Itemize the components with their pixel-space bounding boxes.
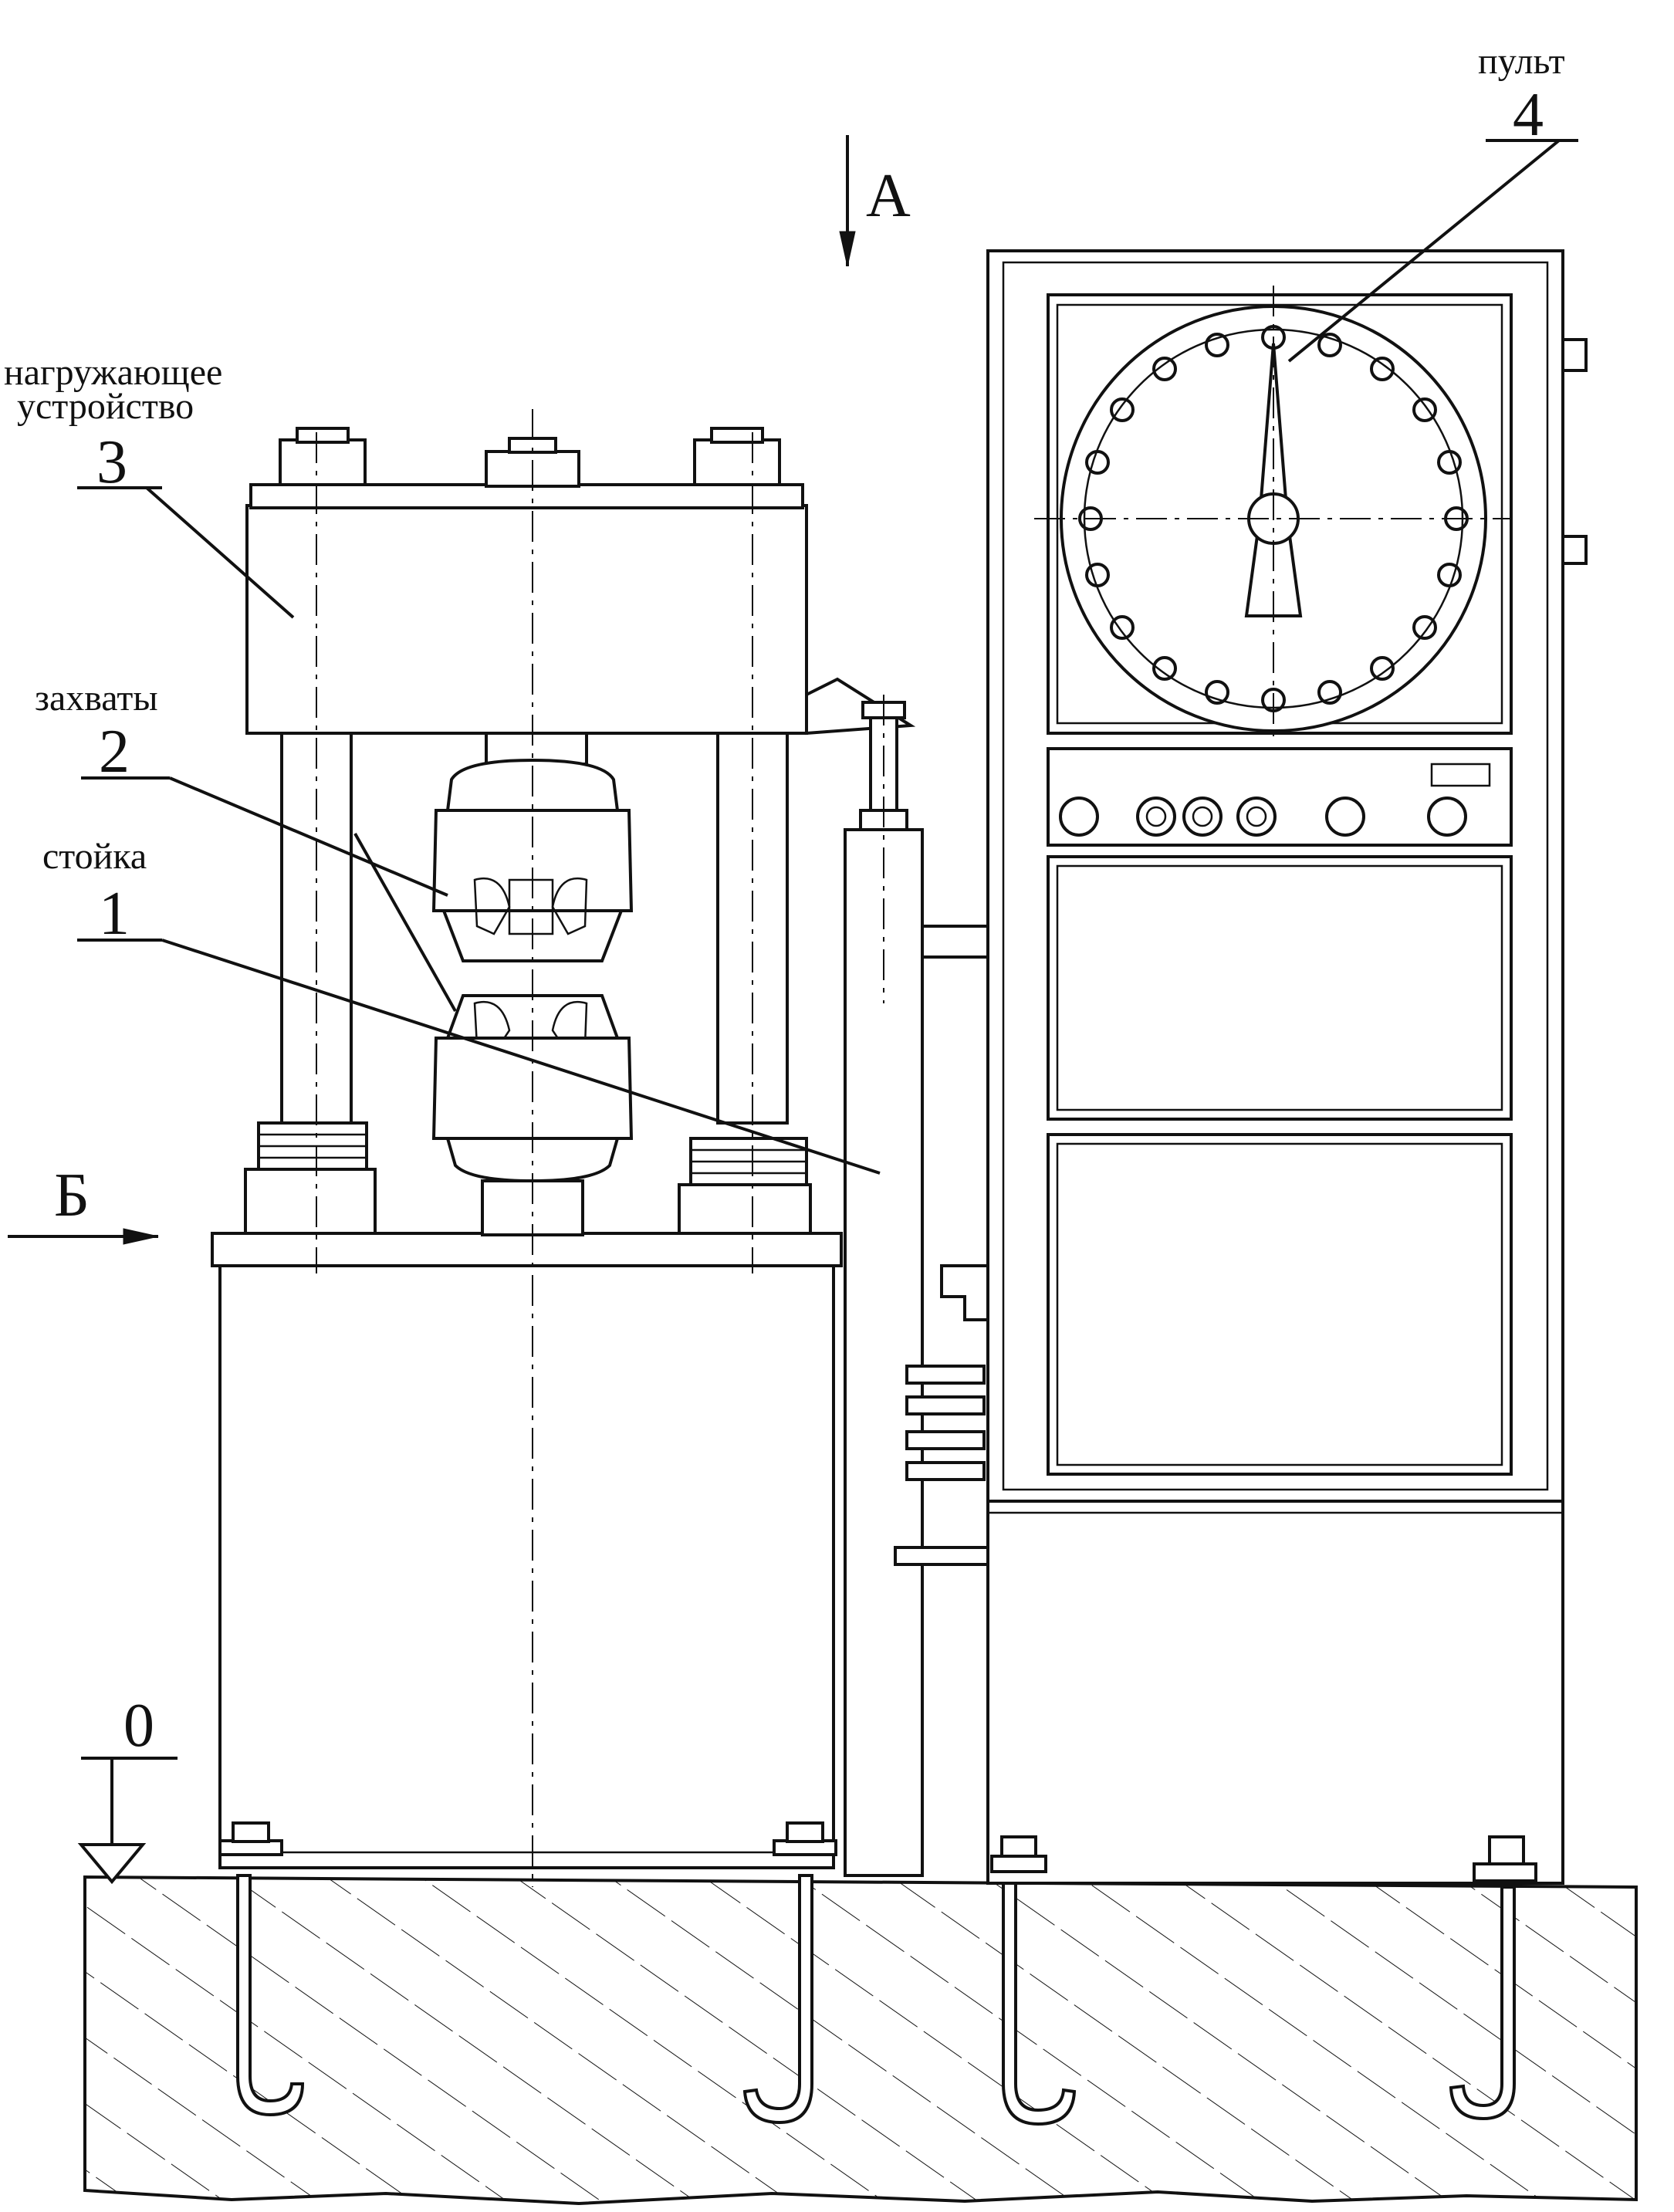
loading-device-label-1: нагружающее [4, 352, 222, 393]
level-zero-label: 0 [123, 1692, 154, 1760]
stand-label: стойка [42, 836, 147, 877]
callout-console: пульт 4 [1287, 41, 1578, 363]
press-base [211, 1232, 843, 1869]
console [986, 249, 1588, 1885]
control-knobs [1059, 763, 1491, 837]
console-number: 4 [1513, 81, 1544, 149]
view-arrow-a: А [839, 135, 911, 267]
console-panel-lower [1047, 1133, 1513, 1476]
loading-device [245, 427, 916, 736]
callout-stand: стойка 1 [42, 836, 881, 1175]
dial-holes [1078, 325, 1469, 712]
grips-number: 2 [99, 718, 130, 786]
anchor-bolts [236, 1874, 1516, 2126]
grips [431, 732, 634, 1236]
centerlines [316, 286, 1513, 1887]
console-label: пульт [1478, 41, 1565, 82]
loading-device-number: 3 [96, 428, 127, 496]
stand-number: 1 [99, 880, 130, 948]
foundation: 0 [77, 1692, 1638, 2206]
base-bolts [218, 1821, 837, 1856]
view-a-label: А [866, 162, 911, 230]
view-arrow-b: Б [8, 1162, 159, 1245]
callout-loading-device: нагружающее устройство 3 [4, 352, 295, 619]
loading-device-label-2: устройство [17, 386, 194, 427]
stand [844, 701, 997, 1877]
callout-grips: захваты 2 [35, 678, 457, 1012]
grips-label: захваты [35, 678, 158, 719]
view-b-label: Б [54, 1162, 90, 1229]
console-panel-upper [1047, 855, 1513, 1121]
level-mark: 0 [77, 1692, 178, 1885]
